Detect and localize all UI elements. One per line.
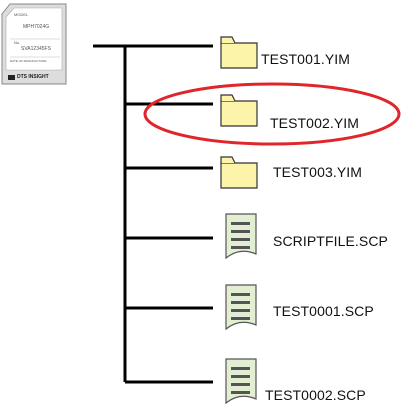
entry-label-test0001: TEST0001.SCP bbox=[273, 303, 374, 319]
sd-card-model-value: MPH7024G bbox=[23, 24, 50, 30]
highlight-ellipse bbox=[143, 82, 401, 146]
sd-card-icon bbox=[1, 3, 67, 85]
script-file-icon bbox=[225, 213, 257, 260]
script-file-icon bbox=[225, 358, 257, 405]
sd-card-serial-value: SVA12345FS bbox=[21, 46, 51, 52]
sd-card-model-label: MODEL bbox=[14, 12, 29, 17]
entry-label-test001: TEST001.YIM bbox=[261, 51, 351, 67]
entry-label-test002: TEST002.YIM bbox=[270, 115, 360, 131]
folder-icon bbox=[220, 156, 258, 189]
entry-label-test003: TEST003.YIM bbox=[273, 164, 363, 180]
sd-card-date-line: DATE OF MANUFACTURE bbox=[10, 59, 47, 63]
entry-label-scriptfile: SCRIPTFILE.SCP bbox=[273, 233, 388, 249]
entry-label-test0002: TEST0002.SCP bbox=[265, 387, 366, 403]
script-file-icon bbox=[225, 284, 257, 331]
sd-card-no-label: No. bbox=[14, 40, 21, 45]
folder-icon bbox=[220, 94, 258, 127]
tree-connectors bbox=[93, 44, 213, 384]
folder-icon bbox=[220, 36, 258, 69]
sd-card-brand: DTS INSIGHT bbox=[17, 74, 49, 80]
